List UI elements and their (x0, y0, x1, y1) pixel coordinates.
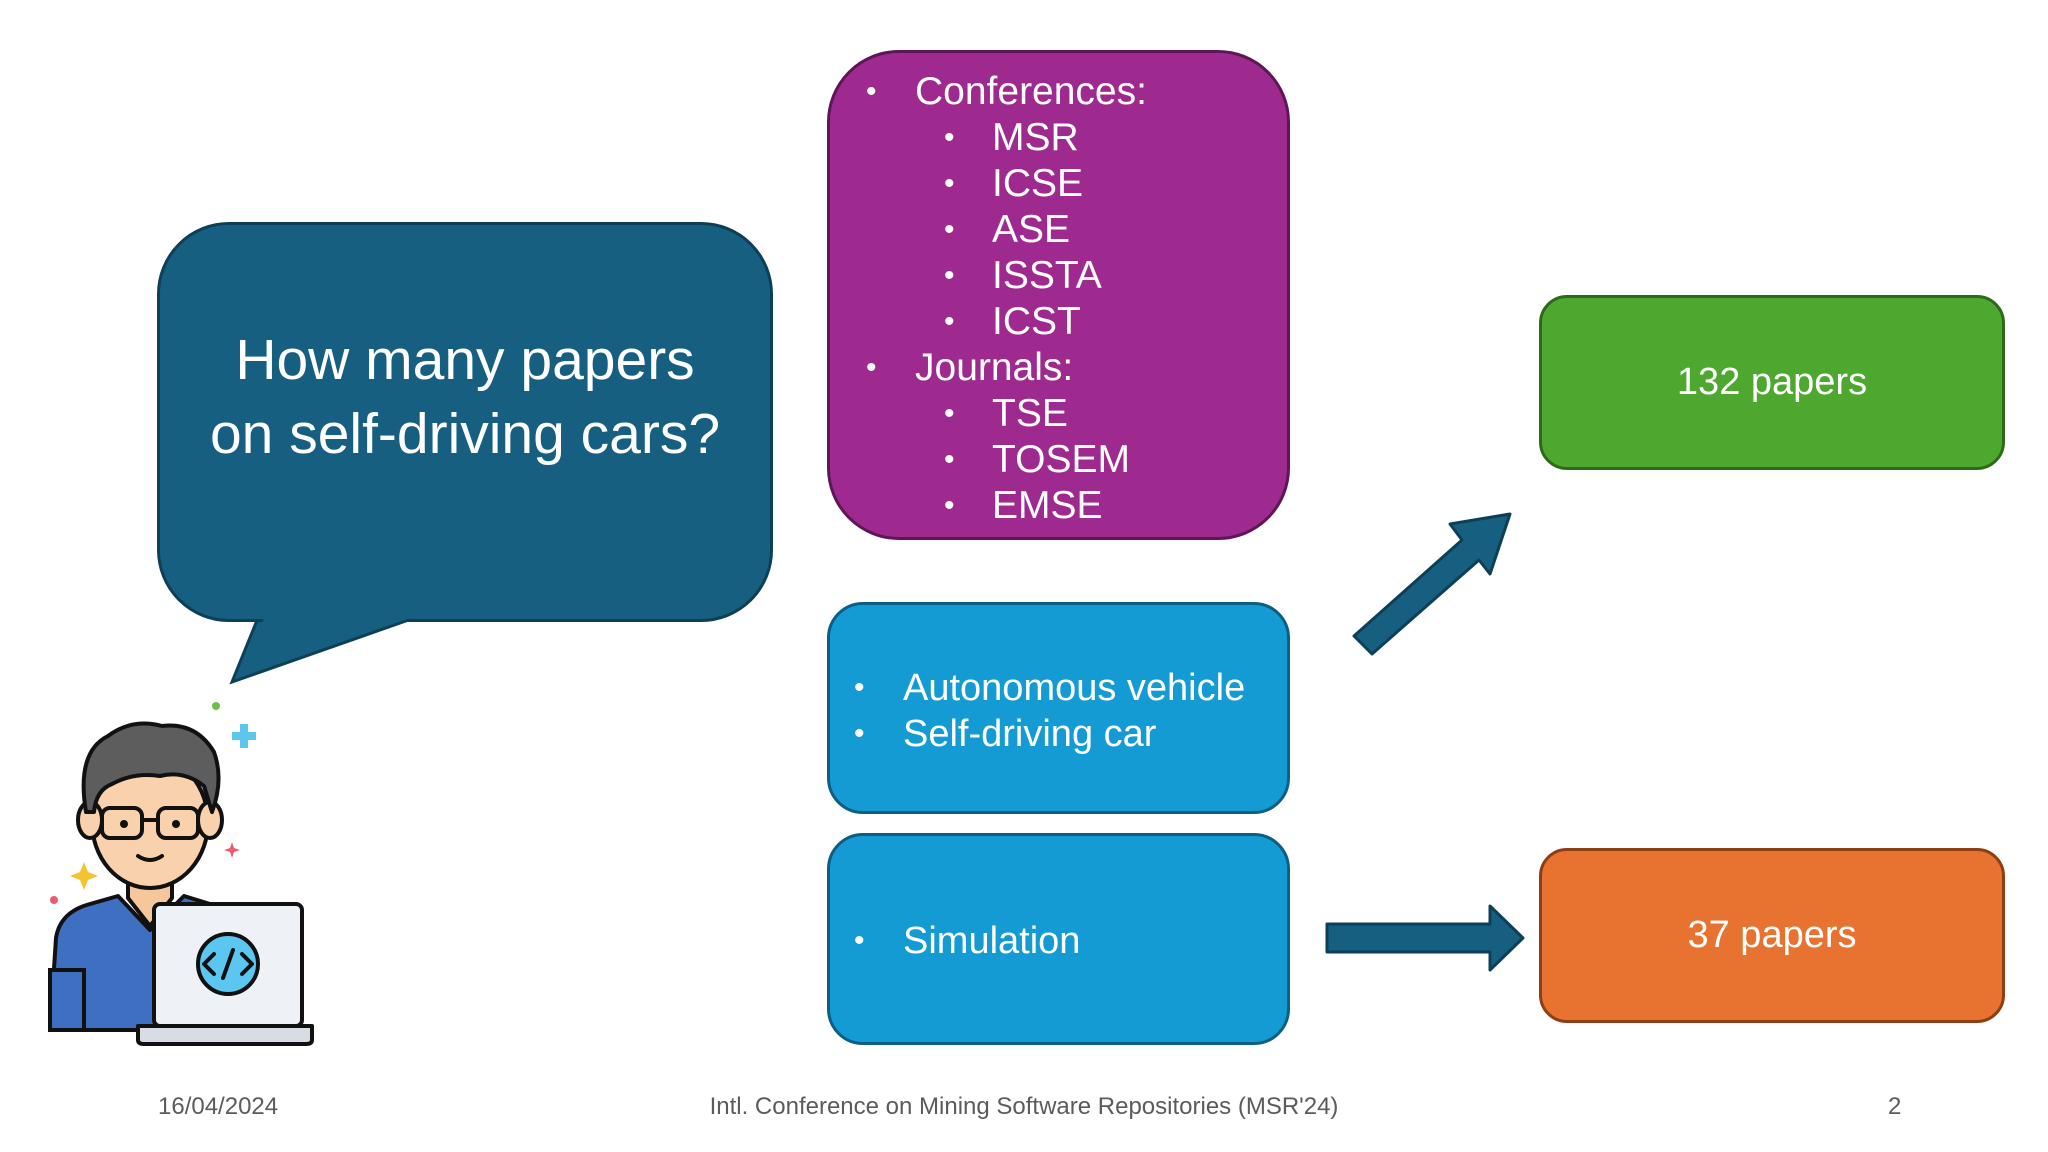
bullet: • (866, 351, 877, 384)
conference-item: ICST (992, 300, 1081, 343)
journal-item: EMSE (992, 484, 1103, 527)
bullet: • (854, 717, 865, 750)
journal-item: TSE (992, 392, 1068, 435)
footer-page-number: 2 (1888, 1093, 1902, 1120)
right-arrow (1325, 904, 1525, 972)
bullet: • (944, 443, 955, 476)
diagonal-arrow (1352, 512, 1512, 656)
footer-date: 16/04/2024 (158, 1093, 279, 1120)
bullet: • (944, 305, 955, 338)
question-speech-bubble: How many papers on self-driving cars? (157, 222, 773, 622)
conference-item: ICSE (992, 162, 1084, 205)
bullet: • (944, 167, 955, 200)
bullet: • (944, 259, 955, 292)
conference-item: MSR (992, 116, 1079, 159)
bullet: • (944, 213, 955, 246)
result-simulation-box: 37 papers (1539, 848, 2005, 1023)
footer-conference: Intl. Conference on Mining Software Repo… (709, 1093, 1339, 1120)
venues-box: • Conferences: • MSR • ICSE • ASE • ISST… (827, 50, 1290, 540)
simulation-keyword: Simulation (903, 920, 1081, 962)
conference-item: ISSTA (992, 254, 1102, 297)
conferences-label: Conferences: (915, 70, 1147, 113)
journal-item: TOSEM (992, 438, 1130, 481)
keyword-item: Self-driving car (903, 713, 1157, 755)
keyword-item: Autonomous vehicle (903, 667, 1246, 709)
bullet: • (944, 397, 955, 430)
conference-item: ASE (992, 208, 1071, 251)
question-text: How many papers on self-driving cars? (209, 328, 721, 466)
bullet: • (854, 924, 865, 957)
keywords-box: • Autonomous vehicle • Self-driving car (827, 602, 1290, 814)
journals-label: Journals: (915, 346, 1074, 389)
simulation-keyword-box: • Simulation (827, 833, 1290, 1045)
bullet: • (854, 671, 865, 704)
bullet: • (944, 489, 955, 522)
result-total-text: 132 papers (1676, 361, 1868, 403)
code-brackets-icon (196, 932, 260, 996)
result-total-box: 132 papers (1539, 295, 2005, 470)
bullet: • (866, 75, 877, 108)
bullet: • (944, 121, 955, 154)
result-simulation-text: 37 papers (1687, 914, 1857, 956)
